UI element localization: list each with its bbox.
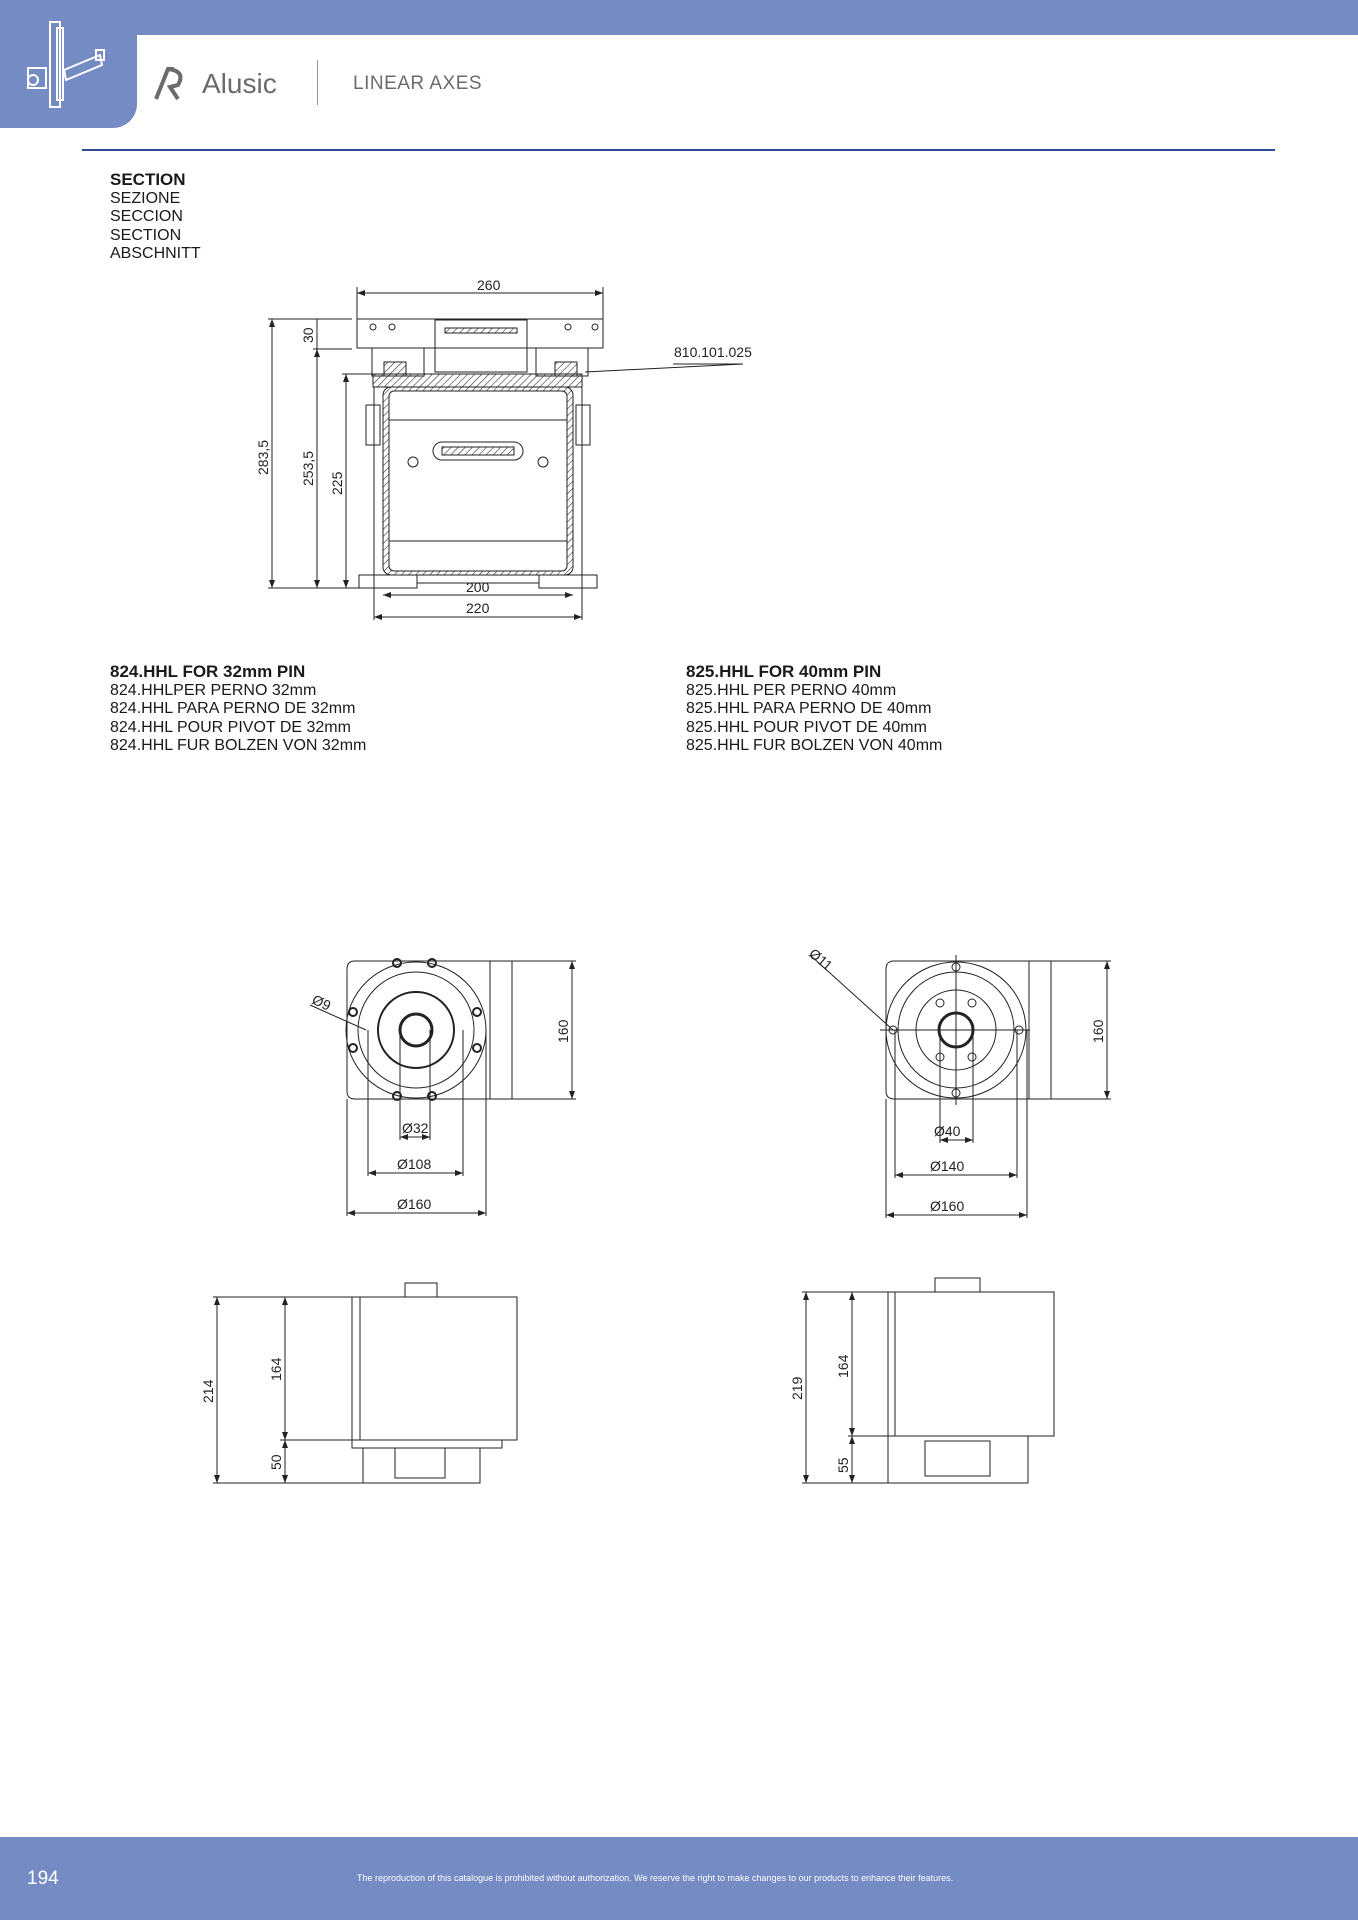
section-title: LINEAR AXES <box>353 73 483 94</box>
product-line: 825.HHL FUR BOLZEN VON 40mm <box>686 737 943 754</box>
dim-label: 55 <box>835 1457 851 1473</box>
dim-label: 30 <box>300 327 316 343</box>
dim-label: 219 <box>789 1376 805 1400</box>
section-translation: ABSCHNITT <box>110 245 201 262</box>
dim-label: 260 <box>477 277 501 293</box>
dim-label: 200 <box>466 579 490 595</box>
dim-label: Ø40 <box>934 1123 961 1139</box>
product-title: 824.HHL FOR 32mm PIN <box>110 662 306 681</box>
dim-label: 164 <box>835 1354 851 1378</box>
dim-label: 160 <box>555 1019 571 1043</box>
product-line: 825.HHL PARA PERNO DE 40mm <box>686 700 932 717</box>
dim-label: 50 <box>268 1454 284 1470</box>
header-rule <box>82 149 1275 151</box>
product-title: 825.HHL FOR 40mm PIN <box>686 662 882 681</box>
dim-label: 283,5 <box>255 440 271 475</box>
dim-label: Ø160 <box>397 1196 431 1212</box>
alusic-logo-icon <box>154 67 183 101</box>
header-divider <box>317 60 318 105</box>
dim-label: Ø160 <box>930 1198 964 1214</box>
dim-label: Ø9 <box>310 991 334 1013</box>
section-drawing <box>268 287 744 620</box>
product-line: 824.HHL POUR PIVOT DE 32mm <box>110 718 351 736</box>
dim-label: 225 <box>329 471 345 495</box>
dim-label: 214 <box>200 1379 216 1403</box>
dim-label: 164 <box>268 1357 284 1381</box>
product-line: 824.HHLPER PERNO 32mm <box>110 681 317 699</box>
dim-label: Ø108 <box>397 1156 431 1172</box>
section-translation: SECTION <box>110 226 182 244</box>
product-824-block: 824.HHL FOR 32mm PIN 824.HHLPER PERNO 32… <box>110 662 367 756</box>
product-line: 825.HHL PER PERNO 40mm <box>686 681 897 699</box>
dim-label: Ø11 <box>806 945 836 974</box>
section-label-block: SECTION SEZIONE SECCION SECTION ABSCHNIT… <box>110 170 201 264</box>
legal-notice: The reproduction of this catalogue is pr… <box>357 1873 954 1883</box>
front-view-824 <box>309 958 576 1216</box>
footer: 194 The reproduction of this catalogue i… <box>0 1837 1358 1920</box>
part-reference: 810.101.025 <box>674 344 752 360</box>
dim-label: 253,5 <box>300 451 316 486</box>
linear-axis-icon <box>27 21 105 108</box>
product-line: 824.HHL FUR BOLZEN VON 32mm <box>110 737 367 754</box>
dim-label: Ø32 <box>402 1120 429 1136</box>
category-tab <box>0 0 137 128</box>
product-825-block: 825.HHL FOR 40mm PIN 825.HHL PER PERNO 4… <box>686 662 943 756</box>
section-translation: SEZIONE <box>110 189 181 207</box>
product-line: 824.HHL PARA PERNO DE 32mm <box>110 700 356 717</box>
section-heading: SECTION <box>110 170 186 189</box>
section-translation: SECCION <box>110 208 183 225</box>
dim-label: 220 <box>466 600 490 616</box>
dim-label: Ø140 <box>930 1158 964 1174</box>
brand-name: Alusic <box>202 68 277 99</box>
dim-label: 160 <box>1090 1019 1106 1043</box>
product-line: 825.HHL POUR PIVOT DE 40mm <box>686 718 927 736</box>
front-view-825 <box>809 954 1111 1218</box>
side-view-824 <box>213 1282 518 1484</box>
page-number: 194 <box>27 1868 59 1889</box>
header-band <box>0 0 1358 35</box>
side-view-825 <box>802 1277 1055 1484</box>
header-panel <box>137 35 1358 135</box>
